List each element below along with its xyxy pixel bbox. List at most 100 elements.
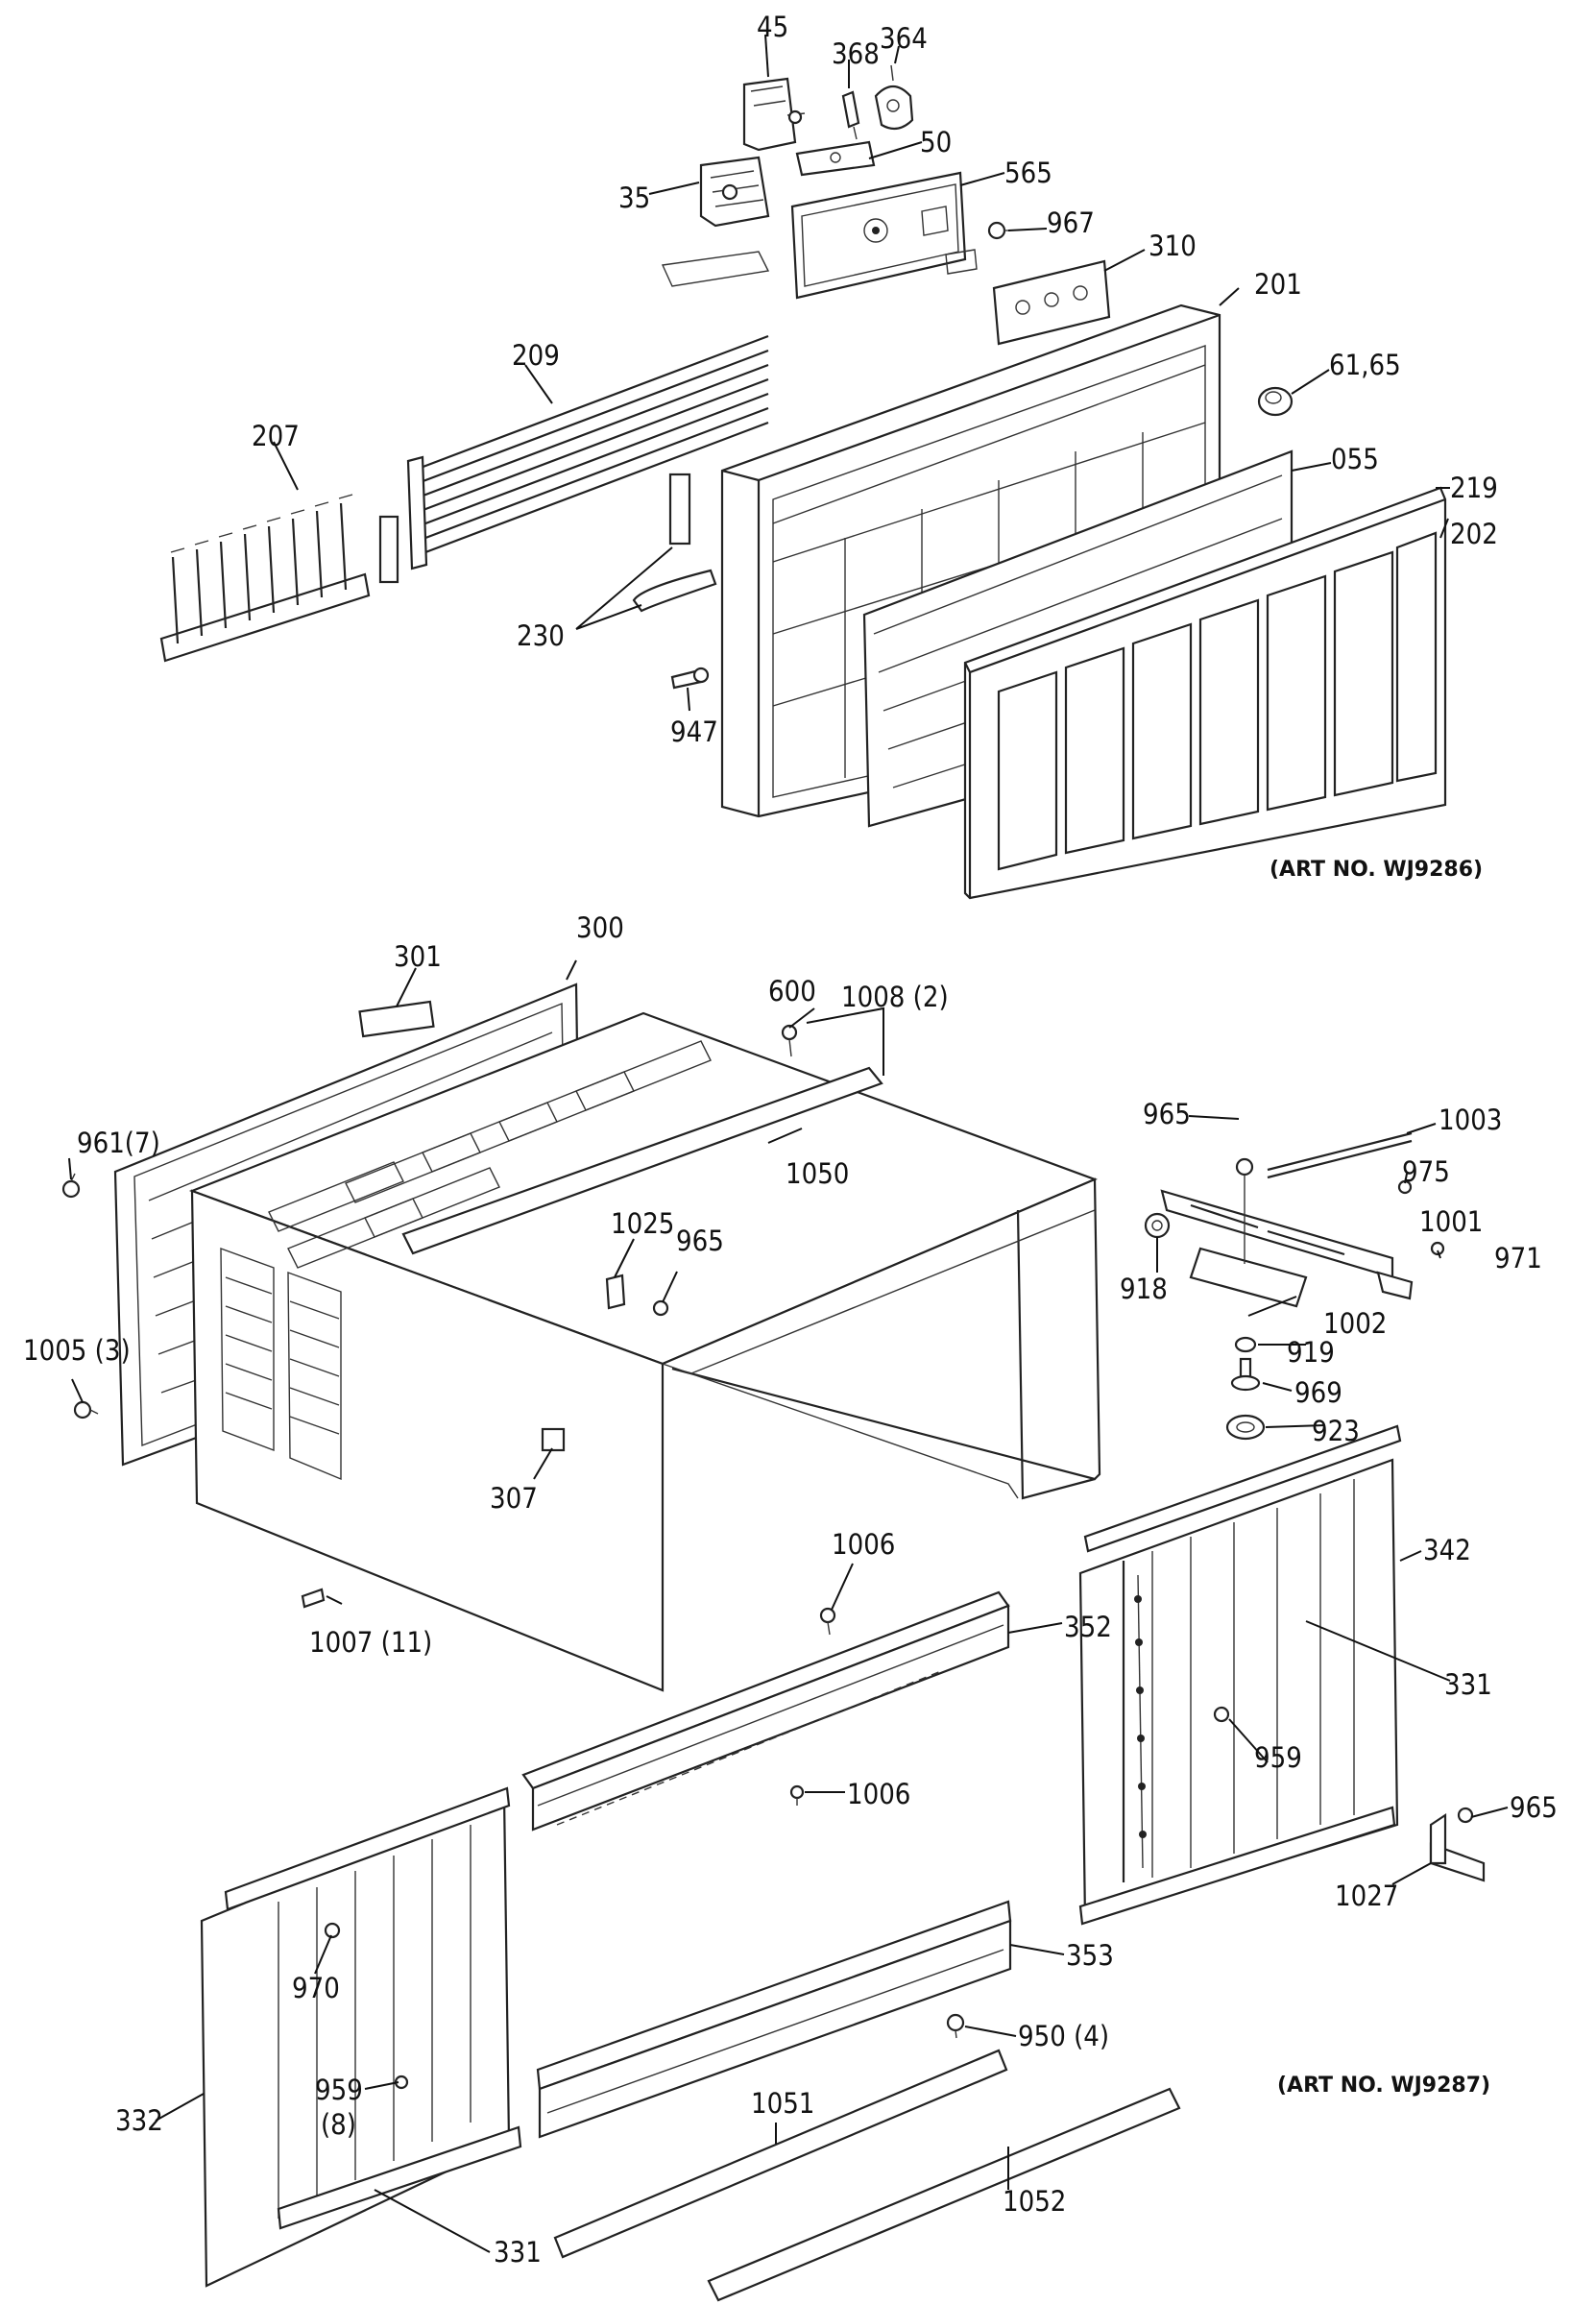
callout-300: 300 [576,911,624,944]
thermostat-364 [874,64,914,131]
part-230 [378,473,717,613]
screw-1006-bottom [789,1784,805,1806]
support-bracket-1001 [1160,1189,1414,1308]
rod-1003 [1267,1131,1413,1179]
callout-1001: 1001 [1419,1205,1483,1238]
callout-970: 970 [292,1972,340,2004]
callout-201: 201 [1254,268,1302,301]
dots-342 [1134,1595,1230,1838]
callout-565: 565 [1004,157,1052,189]
callout-961: 961(7) [77,1127,160,1159]
callout-965-a: 965 [1143,1098,1191,1130]
callout-364: 364 [880,22,928,55]
callout-1007: 1007 (11) [309,1626,432,1659]
callout-301: 301 [394,940,442,973]
callout-310: 310 [1149,230,1197,262]
louver-set-209 [406,334,769,570]
callout-35: 35 [618,182,650,214]
panel-bracket [661,251,770,287]
bracket-1025 [605,1274,669,1317]
screw-967 [987,221,1010,240]
callout-1027: 1027 [1335,1880,1398,1912]
knob-61-65 [1257,386,1294,417]
callout-1003: 1003 [1439,1104,1502,1136]
callout-1002: 1002 [1323,1307,1387,1340]
art-number-upper: (ART NO. WJ9286) [1270,858,1483,882]
leader-lines [68,34,1509,2253]
callout-923: 923 [1312,1415,1360,1447]
screw-961 [61,1173,81,1199]
part-50 [795,140,876,177]
callout-368: 368 [832,37,880,70]
callout-202: 202 [1450,518,1498,550]
callout-labels: 45 368 364 50 35 565 967 310 201 61,65 2… [23,11,1558,2269]
callout-918: 918 [1120,1273,1168,1305]
callout-307: 307 [490,1482,538,1515]
callout-965-b: 965 [676,1225,724,1257]
side-curtain-342 [1078,1424,1402,1926]
nut-918 [1144,1212,1171,1239]
callout-209: 209 [512,339,560,372]
part-307 [541,1427,566,1452]
bracket-1027 [1429,1807,1486,1882]
callout-342: 342 [1423,1534,1471,1566]
callout-1051: 1051 [751,2087,814,2120]
control-panel-565 [790,171,967,300]
callout-50: 50 [920,126,952,158]
callout-1008: 1008 (2) [841,981,949,1013]
callout-1052: 1052 [1003,2185,1066,2218]
callout-919: 919 [1287,1336,1335,1369]
callout-1025: 1025 [611,1207,674,1240]
louver-bracket-207 [159,494,371,663]
callout-352: 352 [1064,1611,1112,1643]
callout-219: 219 [1450,472,1498,504]
callout-331-a: 331 [1444,1668,1492,1701]
callout-971: 971 [1494,1242,1542,1274]
callout-975: 975 [1402,1155,1450,1188]
callout-353: 353 [1066,1939,1114,1972]
callout-965-c: 965 [1510,1791,1558,1824]
callout-331-b: 331 [494,2236,542,2269]
callout-1006-a: 1006 [832,1528,895,1561]
selector-switch-35 [699,156,770,228]
screw-950 [946,2013,965,2039]
callout-1005: 1005 (3) [23,1334,131,1367]
callout-600: 600 [768,975,816,1007]
callout-207: 207 [252,420,300,452]
side-curtain-332 [200,1786,522,2288]
art-number-lower: (ART NO. WJ9287) [1277,2074,1490,2098]
callout-230: 230 [517,619,565,652]
callout-1006-b: 1006 [847,1778,910,1810]
screw-1005 [73,1400,99,1419]
angle-rail-353 [536,1900,1012,2139]
clip-967 [945,249,978,275]
strip-1052 [707,2087,1181,2302]
small-part-368 [841,90,860,140]
angle-rail-352 [521,1590,1010,1832]
callout-967: 967 [1047,206,1095,239]
nameplate-310 [992,259,1111,346]
callout-950: 950 (4) [1018,2020,1109,2052]
callout-959-b-qty: (8) [321,2108,356,2141]
control-switch-45 [742,77,806,152]
callout-45: 45 [757,11,788,43]
label-plate-301 [358,1000,435,1038]
isolator-stack [1225,1336,1266,1441]
screw-947 [670,667,710,690]
callout-959-b: 959 [315,2074,363,2106]
callout-1050: 1050 [786,1157,849,1190]
callout-055: 055 [1331,443,1379,475]
strip-1051 [553,2049,1008,2259]
top-rail-1050 [401,1066,883,1255]
screw-1008 [781,1024,798,1057]
callout-947: 947 [670,716,718,748]
callout-959-a: 959 [1254,1741,1302,1774]
screw-1006-top [819,1607,836,1636]
callout-969: 969 [1294,1376,1342,1409]
screw-1007 [301,1588,326,1609]
callout-332: 332 [115,2104,163,2137]
callout-61-65: 61,65 [1329,349,1401,381]
cabinet-600 [188,1011,1101,1692]
